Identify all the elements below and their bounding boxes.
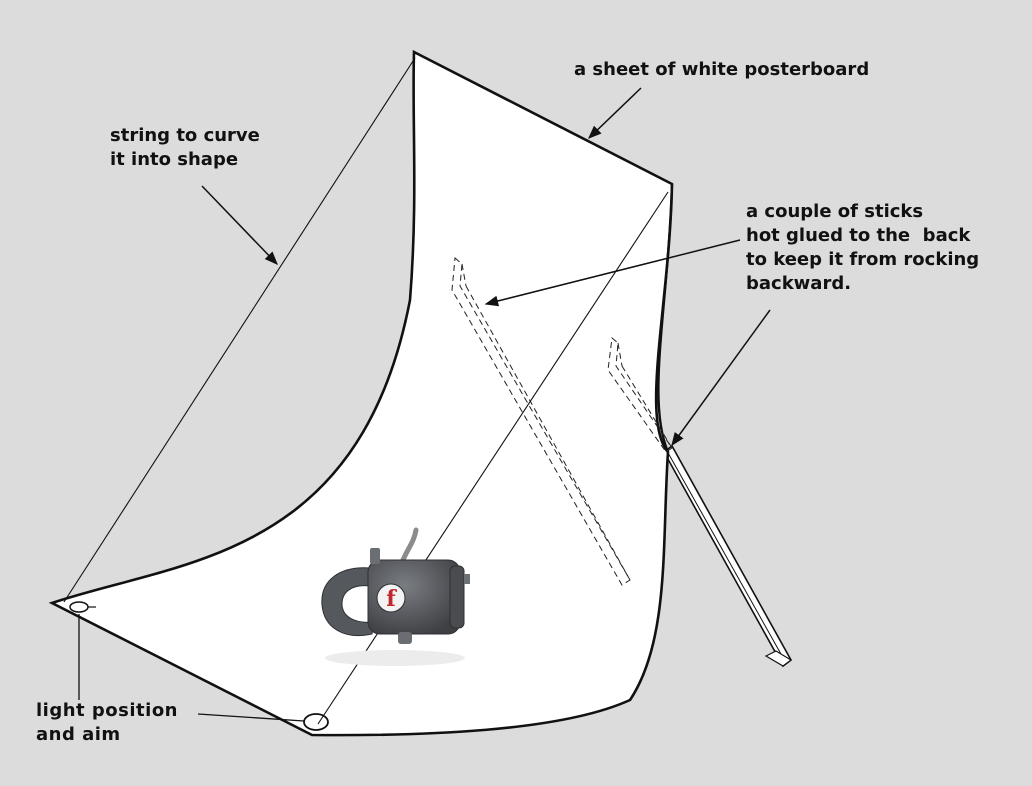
sticks-label-line-4: backward. (746, 273, 852, 294)
light-position-marker-bottom (303, 713, 329, 731)
leader-string (201, 185, 278, 265)
sticks-label-line-2: hot glued to the back (746, 225, 971, 246)
light-position-marker-left (69, 601, 96, 613)
hidden-stick-right (607, 337, 673, 453)
hidden-stick-left (451, 256, 631, 586)
leader-light-bottom (197, 713, 305, 722)
sticks-label-line-1: a couple of sticks (746, 201, 924, 222)
posterboard-label: a sheet of white posterboard (574, 58, 869, 82)
leader-posterboard (588, 87, 642, 139)
posterboard-label-text: a sheet of white posterboard (574, 59, 870, 80)
leader-sticks-right (671, 309, 771, 447)
string-label: string to curve it into shape (110, 124, 260, 172)
flash-unit: f (321, 527, 470, 666)
string-left (63, 57, 416, 603)
back-support-stick (662, 444, 793, 668)
leader-sticks-left (484, 239, 741, 307)
light-label-line-1: light position (36, 700, 178, 721)
posterboard-sheet (48, 49, 674, 737)
light-label-line-2: and aim (36, 724, 121, 745)
sticks-label: a couple of sticks hot glued to the back… (746, 200, 979, 296)
string-label-line-2: it into shape (110, 149, 239, 170)
string-label-line-1: string to curve (110, 125, 260, 146)
string-right (317, 191, 669, 725)
flash-logo: f (386, 586, 397, 612)
light-label: light position and aim (36, 699, 178, 747)
sticks-label-line-3: to keep it from rocking (746, 249, 980, 270)
